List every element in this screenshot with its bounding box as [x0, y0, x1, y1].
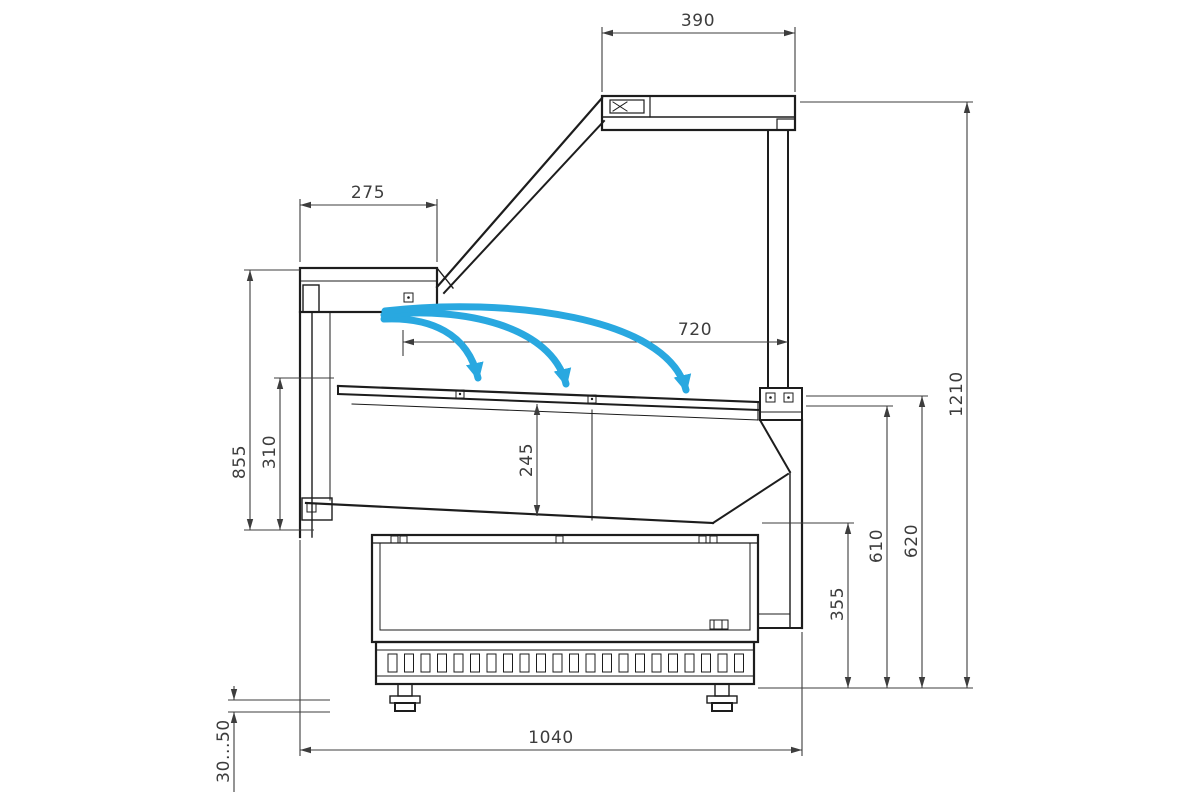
- dim-label-base-depth: 1040: [528, 728, 574, 748]
- rear-wall: [767, 129, 789, 389]
- airflow-arrow-middle: [380, 309, 572, 388]
- well-bottom: [304, 472, 790, 525]
- dim-label-interior-width: 720: [678, 320, 712, 340]
- adjustable-feet: [389, 683, 738, 712]
- dim-label-well-depth: 245: [517, 443, 537, 477]
- front-top-box: [298, 266, 439, 314]
- dim-label-front-panel-height: 310: [260, 435, 280, 469]
- dim-label-total-height: 1210: [947, 371, 967, 417]
- airflow-arrow-short: [380, 315, 484, 382]
- airflow-arrow-long: [381, 303, 692, 394]
- dim-label-front-top-depth: 275: [351, 183, 385, 203]
- dimension-lines: [228, 27, 973, 792]
- dim-label-front-height: 855: [230, 445, 250, 479]
- front-glass: [435, 96, 606, 295]
- dim-label-rear-outer-height: 620: [902, 524, 922, 558]
- dim-label-rear-inner-height: 610: [867, 529, 887, 563]
- airflow-arrows: [380, 303, 692, 394]
- lower-cabinet: [370, 533, 760, 644]
- dim-label-base-section-height: 355: [828, 587, 848, 621]
- dim-label-foot-adjustment: 30...50: [214, 719, 234, 783]
- rear-junction-box: [759, 387, 803, 421]
- ventilation-grille: [374, 640, 756, 686]
- dimension-labels: 390 275 720 1040 855 310 245 1210 610 62…: [214, 11, 967, 783]
- front-panel: [298, 310, 333, 539]
- canopy: [600, 94, 797, 132]
- display-deck: [336, 384, 760, 521]
- dim-label-canopy-width: 390: [681, 11, 715, 31]
- rear-lower-panel: [709, 418, 804, 630]
